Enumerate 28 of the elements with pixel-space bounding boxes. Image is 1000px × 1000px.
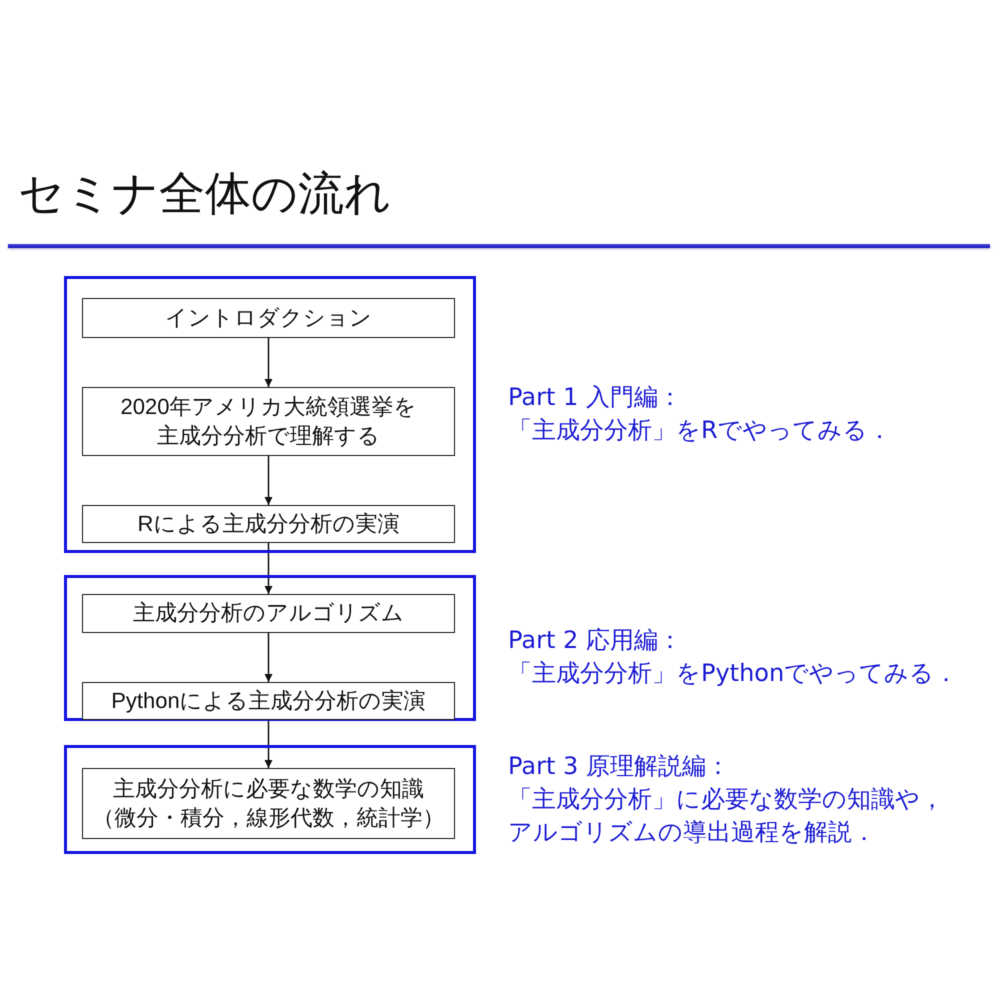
box-label: 主成分分析のアルゴリズム: [133, 599, 404, 628]
box-label: イントロダクション: [165, 304, 372, 332]
process-box: [82, 387, 455, 456]
arrow: [264, 456, 272, 505]
process-box: [82, 768, 455, 839]
box-label: 2020年アメリカ大統領選挙を主成分分析で理解する: [120, 392, 418, 450]
box-label: Pythonによる主成分分析の実演: [111, 686, 426, 715]
part-description: 「主成分分析」をRでやってみる．: [508, 415, 892, 446]
box-label: （微分・積分，線形代数，統計学）: [92, 804, 444, 832]
section-frame: [64, 745, 476, 854]
part-description: 「主成分分析」に必要な数学の知識や，アルゴリズムの導出過程を解説．: [508, 784, 945, 848]
arrow: [264, 633, 272, 682]
section-frame: [64, 276, 476, 553]
box-label: Rによる主成分分析の実演: [138, 510, 400, 538]
process-box: [82, 298, 455, 338]
arrow: [264, 543, 272, 594]
process-box: [82, 594, 455, 633]
part-heading: Part 1 入門編：: [508, 382, 683, 413]
part-heading: Part 2 応用編：: [508, 625, 683, 656]
part-description: 「主成分分析」をPythonでやってみる．: [508, 658, 958, 689]
box-label: 主成分分析に必要な数学の知識: [113, 774, 424, 803]
slide-title: セミナ全体の流れ: [18, 166, 391, 222]
part-heading: Part 3 原理解説編：: [508, 751, 731, 782]
process-box: [82, 505, 455, 543]
process-box: [82, 682, 455, 720]
arrow: [264, 338, 272, 387]
section-frame: [64, 575, 476, 721]
arrow: [264, 720, 272, 768]
